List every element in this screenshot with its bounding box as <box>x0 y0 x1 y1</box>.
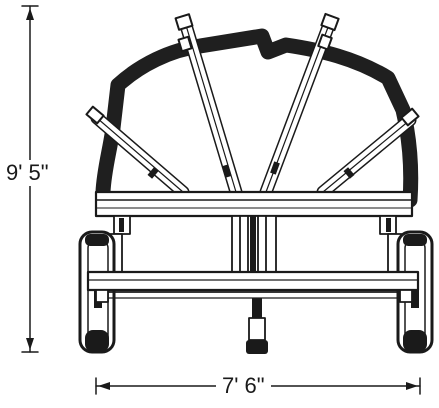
upper-crossbar <box>94 190 414 218</box>
center-post <box>231 215 277 273</box>
right-wheel <box>396 230 434 354</box>
bunk-brackets <box>113 215 397 235</box>
left-inner-arm <box>174 13 243 199</box>
width-dimension-label: 7' 6" <box>216 375 271 397</box>
lower-frame <box>86 270 420 303</box>
tongue-jack <box>246 298 268 354</box>
right-inner-arm <box>259 12 340 199</box>
right-outer-arm <box>316 107 420 199</box>
height-dimension-label: 9' 5" <box>6 160 49 186</box>
left-outer-arm <box>85 105 190 199</box>
